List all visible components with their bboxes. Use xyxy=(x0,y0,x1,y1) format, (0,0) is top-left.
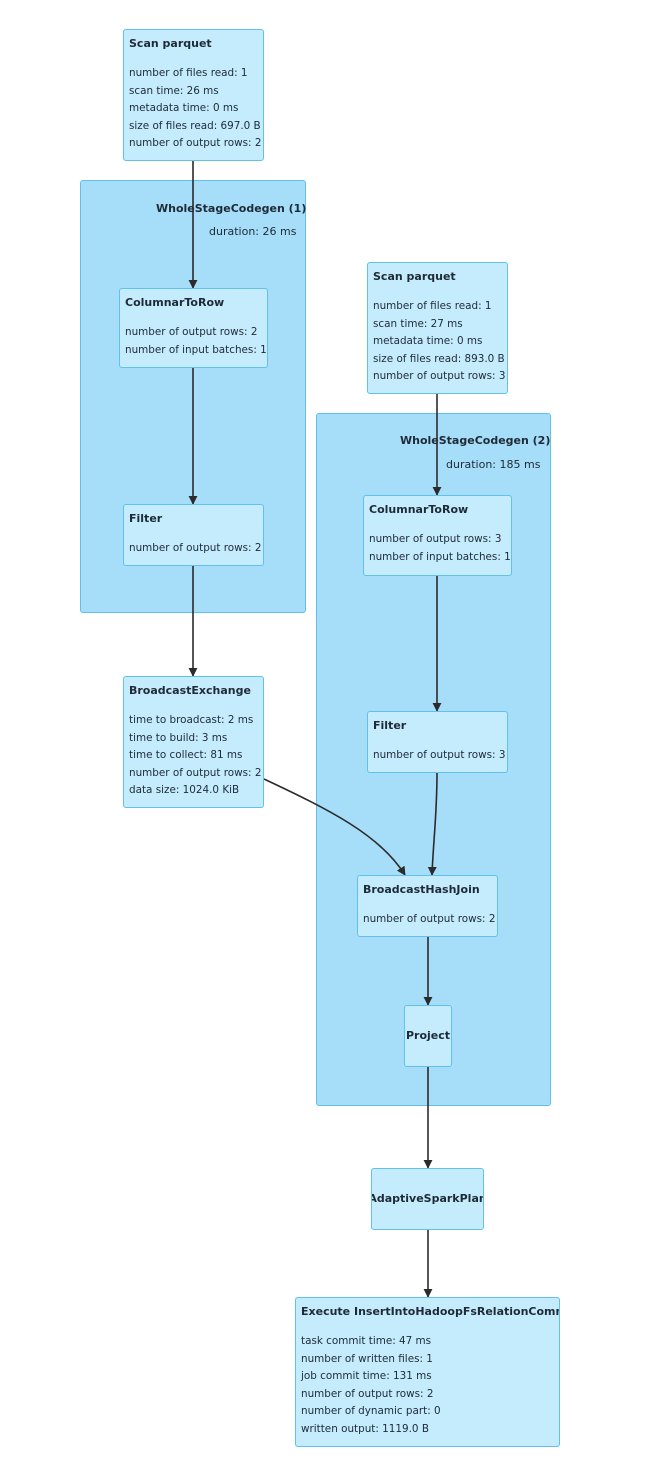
metric-line: number of output rows: 2 xyxy=(129,766,262,779)
metric-line: number of output rows: 3 xyxy=(369,533,502,545)
metric-line: time to broadcast: 2 ms xyxy=(129,714,254,726)
node-metrics: number of files read: 1 scan time: 27 ms… xyxy=(373,298,506,386)
metric-line: written output: 1119.0 B xyxy=(301,1422,429,1435)
node-title: Scan parquet xyxy=(129,37,212,50)
node-title: ColumnarToRow xyxy=(369,503,469,516)
node-title: BroadcastExchange xyxy=(129,684,251,697)
metric-line: time to build: 3 ms xyxy=(129,731,228,744)
node-metrics: number of output rows: 3 xyxy=(373,747,506,765)
metric-line: size of files read: 697.0 B xyxy=(129,119,261,132)
node-broadcastexchange[interactable]: BroadcastExchange time to broadcast: 2 m… xyxy=(123,676,264,808)
metric-line: number of output rows: 2 xyxy=(129,542,262,554)
metric-line: job commit time: 131 ms xyxy=(301,1370,432,1382)
metric-line: number of files read: 1 xyxy=(129,67,248,79)
node-metrics: number of output rows: 3 number of input… xyxy=(369,531,511,566)
cluster-duration: duration: 185 ms xyxy=(446,458,541,471)
node-metrics: number of output rows: 2 xyxy=(129,540,262,558)
metric-line: number of output rows: 3 xyxy=(373,749,506,761)
metric-line: number of written files: 1 xyxy=(301,1352,433,1365)
metric-line: size of files read: 893.0 B xyxy=(373,352,505,365)
cluster-duration: duration: 26 ms xyxy=(209,225,297,238)
metric-line: metadata time: 0 ms xyxy=(129,102,239,114)
node-project[interactable]: Project xyxy=(404,1005,452,1067)
metric-line: number of output rows: 2 xyxy=(129,137,262,149)
node-metrics: number of output rows: 2 number of input… xyxy=(125,324,267,359)
node-filter-2[interactable]: Filter number of output rows: 3 xyxy=(367,711,508,773)
node-metrics: time to broadcast: 2 ms time to build: 3… xyxy=(129,712,262,800)
node-title: Project xyxy=(405,1029,451,1042)
metric-line: time to collect: 81 ms xyxy=(129,749,243,761)
node-title: Filter xyxy=(373,719,407,732)
node-metrics: task commit time: 47 ms number of writte… xyxy=(301,1333,554,1438)
metric-line: number of dynamic part: 0 xyxy=(301,1405,441,1417)
metric-line: number of output rows: 2 xyxy=(301,1387,434,1400)
metric-line: number of files read: 1 xyxy=(373,300,492,312)
metric-line: number of input batches: 1 xyxy=(125,343,267,356)
metric-line: number of output rows: 3 xyxy=(373,370,506,382)
node-title: BroadcastHashJoin xyxy=(363,883,480,896)
node-title: AdaptiveSparkPlan xyxy=(371,1192,484,1205)
node-scan-parquet-1[interactable]: Scan parquet number of files read: 1 sca… xyxy=(123,29,264,161)
metric-line: number of output rows: 2 xyxy=(363,913,496,925)
metric-line: scan time: 26 ms xyxy=(129,84,219,97)
node-filter-1[interactable]: Filter number of output rows: 2 xyxy=(123,504,264,566)
node-title: Scan parquet xyxy=(373,270,456,283)
node-metrics: number of files read: 1 scan time: 26 ms… xyxy=(129,65,262,153)
edge-filter2-to-broadcasthashjoin xyxy=(427,772,438,876)
metric-line: task commit time: 47 ms xyxy=(301,1335,432,1347)
node-scan-parquet-2[interactable]: Scan parquet number of files read: 1 sca… xyxy=(367,262,508,394)
edge-broadcastexchange-to-broadcasthashjoin xyxy=(263,778,406,876)
node-title: Filter xyxy=(129,512,163,525)
node-columnartorow-2[interactable]: ColumnarToRow number of output rows: 3 n… xyxy=(363,495,512,576)
node-title: Execute InsertIntoHadoopFsRelationComman… xyxy=(301,1305,559,1318)
node-columnartorow-1[interactable]: ColumnarToRow number of output rows: 2 n… xyxy=(119,288,268,368)
metric-line: data size: 1024.0 KiB xyxy=(129,784,240,796)
node-adaptivesparkplan[interactable]: AdaptiveSparkPlan xyxy=(371,1168,484,1230)
node-metrics: number of output rows: 2 xyxy=(363,911,496,929)
metric-line: metadata time: 0 ms xyxy=(373,335,483,347)
node-execute-insertintohadoopfsrelationcommand[interactable]: Execute InsertIntoHadoopFsRelationComman… xyxy=(295,1297,560,1447)
metric-line: scan time: 27 ms xyxy=(373,317,463,330)
metric-line: number of input batches: 1 xyxy=(369,550,511,563)
node-title: ColumnarToRow xyxy=(125,296,225,309)
node-broadcasthashjoin[interactable]: BroadcastHashJoin number of output rows:… xyxy=(357,875,498,937)
metric-line: number of output rows: 2 xyxy=(125,326,258,338)
